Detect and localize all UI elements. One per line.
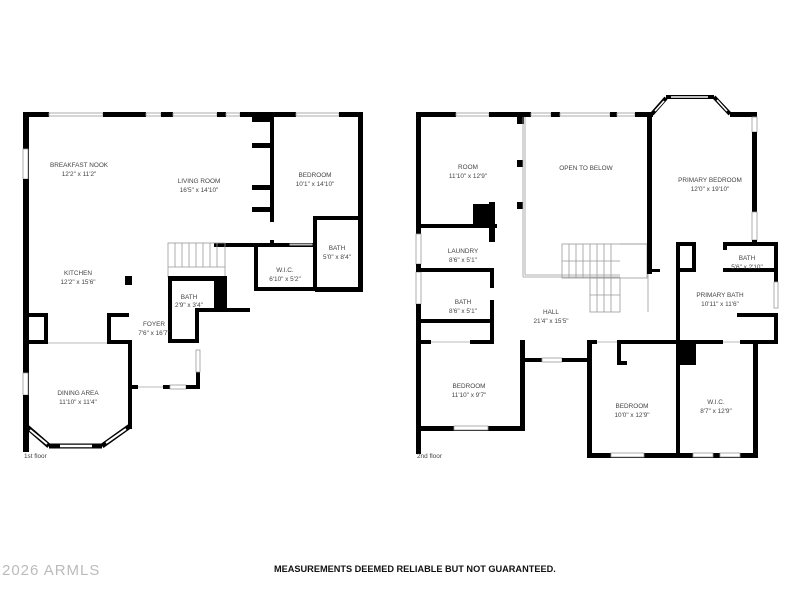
room-label: HALL [543,309,559,316]
room-dims: 10'0" x 12'9" [614,412,649,419]
room-dims: 2'9" x 3'4" [175,302,203,309]
room-label: KITCHEN [64,270,92,277]
room-label: DINING AREA [57,390,99,397]
room-label: BEDROOM [452,383,485,390]
room-label: BATH [329,245,346,252]
room-dims: 5'0" x 8'4" [323,254,351,261]
disclaimer-text: MEASUREMENTS DEEMED RELIABLE BUT NOT GUA… [274,564,556,574]
room-dims: 11'10" x 12'9" [449,173,487,180]
room-label: ROOM [458,164,478,171]
room-label: BATH [739,255,756,262]
room-label: PRIMARY BATH [696,292,744,299]
floor-label: 1st floor [24,453,48,460]
floor-label: 2nd floor [417,453,443,460]
room-label: BEDROOM [615,403,648,410]
room-dims: 21'4" x 15'5" [533,318,568,325]
second-floor-plan: ROOM 11'10" x 12'9" OPEN TO BELOW PRIMAR… [415,95,779,460]
room-dims: 8'6" x 5'1" [449,308,477,315]
room-label: W.I.C. [707,399,725,406]
stairs-second-floor [561,243,648,313]
room-label: BREAKFAST NOOK [50,162,109,169]
room-dims: 11'10" x 9'7" [452,392,487,399]
stairs-first-floor [167,242,226,278]
room-label: PRIMARY BEDROOM [678,177,742,184]
room-dims: 10'11" x 11'6" [701,301,739,308]
room-label: OPEN TO BELOW [559,165,613,172]
room-dims: 8'6" x 5'1" [449,257,477,264]
room-dims: 8'7" x 12'9" [700,408,732,415]
room-dims: 16'5" x 14'10" [180,187,219,194]
room-dims: 10'1" x 14'10" [296,181,335,188]
room-label: LIVING ROOM [178,178,221,185]
room-dims: 7'6" x 16'7" [138,330,170,337]
room-label: BEDROOM [298,172,331,179]
room-dims: 12'2" x 15'6" [60,279,95,286]
room-label: W.I.C. [276,267,294,274]
room-dims: 11'10" x 11'4" [59,399,97,406]
first-floor-plan: BREAKFAST NOOK 12'2" x 11'2" LIVING ROOM… [22,112,363,460]
room-dims: 6'10" x 5'2" [269,276,301,283]
room-label: LAUNDRY [448,248,479,255]
room-label: BATH [181,294,198,301]
room-dims: 12'0" x 19'10" [691,186,730,193]
room-dims: 5'6" x 2'10" [731,264,763,271]
room-label: FOYER [143,321,165,328]
room-label: BATH [455,299,472,306]
room-dims: 12'2" x 11'2" [62,171,97,178]
copyright-watermark: 2026 ARMLS [2,562,101,579]
